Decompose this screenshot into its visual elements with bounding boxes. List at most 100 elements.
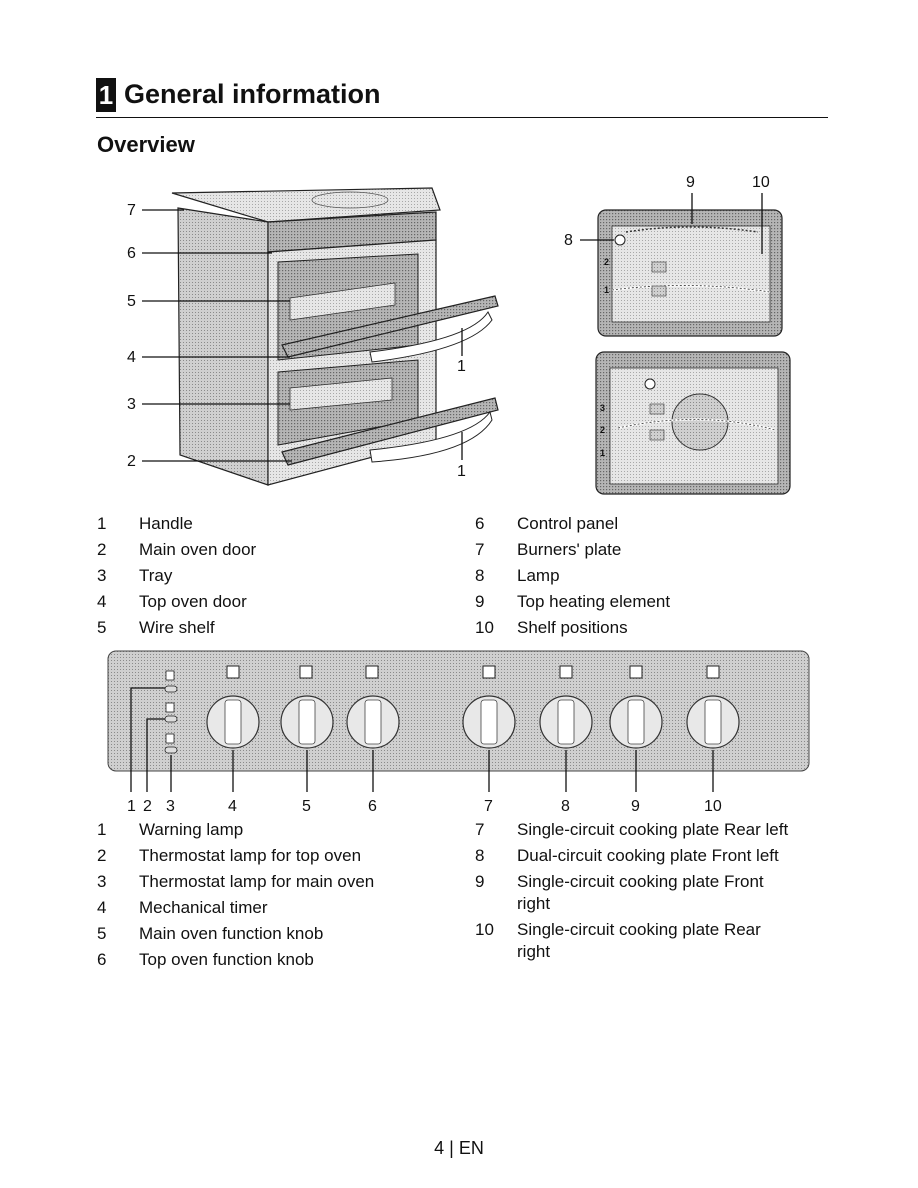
detail-callout-lines bbox=[580, 193, 763, 254]
shelf-mark-lower-3: 3 bbox=[600, 403, 605, 413]
legend-label: Control panel bbox=[517, 514, 619, 533]
legend-item: 10 Single-circuit cooking plate Rear bbox=[475, 917, 761, 943]
legend-label: Mechanical timer bbox=[139, 898, 268, 917]
legend-label: Top heating element bbox=[517, 592, 671, 611]
callout-2: 2 bbox=[127, 453, 136, 470]
legend-item: 10 Shelf positions bbox=[475, 615, 628, 641]
legend-item: 4 Mechanical timer bbox=[97, 895, 268, 921]
knobs bbox=[206, 695, 740, 749]
section-title: Overview bbox=[97, 132, 195, 157]
shelf-mark-upper-2: 2 bbox=[604, 257, 609, 267]
legend-item: 8 Dual-circuit cooking plate Front left bbox=[475, 843, 779, 869]
legend-label: Top oven function knob bbox=[139, 950, 314, 969]
legend-num: 8 bbox=[475, 846, 485, 865]
legend-item: 7 Single-circuit cooking plate Rear left bbox=[475, 817, 788, 843]
legend-num: 2 bbox=[97, 846, 107, 865]
shelf-mark-upper-1: 1 bbox=[604, 285, 609, 295]
panel-callout-1: 1 bbox=[127, 798, 136, 815]
panel-callout-9: 9 bbox=[631, 798, 640, 815]
cooker-illustration bbox=[171, 187, 499, 486]
legend-num: 9 bbox=[475, 872, 485, 891]
legend-item: 9 Single-circuit cooking plate Front bbox=[475, 869, 764, 895]
legend-num: 9 bbox=[475, 592, 485, 611]
overview-callout-lines bbox=[142, 209, 463, 462]
legend-label: Warning lamp bbox=[139, 820, 244, 839]
panel-callout-10: 10 bbox=[704, 798, 722, 815]
callout-1-bottom: 1 bbox=[457, 463, 466, 480]
panel-callout-4: 4 bbox=[228, 798, 237, 815]
legend-label: Shelf positions bbox=[517, 618, 628, 637]
callout-5: 5 bbox=[127, 293, 136, 310]
legend-num: 10 bbox=[475, 920, 494, 939]
callout-1-top: 1 bbox=[457, 358, 466, 375]
main-oven-interior-illustration: 3 2 1 bbox=[595, 351, 791, 495]
legend-item: 9 Top heating element bbox=[475, 589, 670, 615]
legend-num: 10 bbox=[475, 618, 494, 637]
panel-callout-6: 6 bbox=[368, 798, 377, 815]
legend-item: 8 Lamp bbox=[475, 563, 560, 589]
legend-item: 2 Thermostat lamp for top oven bbox=[97, 843, 361, 869]
detail-callout-8: 8 bbox=[564, 232, 573, 249]
legend-item: 3 Thermostat lamp for main oven bbox=[97, 869, 374, 895]
header-rule bbox=[96, 117, 828, 118]
legend-item: 4 Top oven door bbox=[97, 589, 247, 615]
legend-label: Lamp bbox=[517, 566, 560, 585]
legend-num: 4 bbox=[97, 898, 107, 917]
shelf-mark-lower-1: 1 bbox=[600, 448, 605, 458]
legend-label: Top oven door bbox=[139, 592, 247, 611]
chapter-number-badge: 1 bbox=[96, 78, 116, 112]
legend-label-cont: right bbox=[517, 894, 551, 913]
panel-callout-8: 8 bbox=[561, 798, 570, 815]
callout-3: 3 bbox=[127, 396, 136, 413]
panel-callout-5: 5 bbox=[302, 798, 311, 815]
legend-item: 3 Tray bbox=[97, 563, 172, 589]
legend-num: 4 bbox=[97, 592, 107, 611]
detail-callout-10: 10 bbox=[752, 174, 770, 191]
page-number: 4 | EN bbox=[434, 1138, 484, 1158]
legend-label: Single-circuit cooking plate Rear bbox=[517, 920, 761, 939]
legend-label: Handle bbox=[139, 514, 193, 533]
panel-callout-7: 7 bbox=[484, 798, 493, 815]
panel-callout-3: 3 bbox=[166, 798, 175, 815]
callout-4: 4 bbox=[127, 349, 136, 366]
callout-7: 7 bbox=[127, 202, 136, 219]
legend-label: Tray bbox=[139, 566, 173, 585]
legend-item-cont: right bbox=[517, 939, 550, 965]
legend-label: Main oven function knob bbox=[139, 924, 324, 943]
knob-symbols bbox=[226, 665, 720, 679]
legend-item: 1 Warning lamp bbox=[97, 817, 243, 843]
legend-label: Single-circuit cooking plate Front bbox=[517, 872, 764, 891]
legend-num: 6 bbox=[475, 514, 485, 533]
legend-label-cont: right bbox=[517, 942, 551, 961]
detail-callout-9: 9 bbox=[686, 174, 695, 191]
legend-num: 3 bbox=[97, 872, 107, 891]
legend-num: 1 bbox=[97, 514, 107, 533]
legend-label: Single-circuit cooking plate Rear left bbox=[517, 820, 789, 839]
legend-item: 5 Wire shelf bbox=[97, 615, 215, 641]
legend-item: 6 Control panel bbox=[475, 511, 618, 537]
legend-item: 5 Main oven function knob bbox=[97, 921, 323, 947]
panel-callout-2: 2 bbox=[143, 798, 152, 815]
legend-num: 7 bbox=[475, 820, 485, 839]
panel-callout-lines bbox=[130, 687, 714, 792]
legend-num: 3 bbox=[97, 566, 107, 585]
legend-label: Thermostat lamp for top oven bbox=[139, 846, 362, 865]
legend-label: Dual-circuit cooking plate Front left bbox=[517, 846, 779, 865]
legend-item: 1 Handle bbox=[97, 511, 193, 537]
callout-6: 6 bbox=[127, 245, 136, 262]
legend-num: 5 bbox=[97, 618, 107, 637]
legend-label: Thermostat lamp for main oven bbox=[139, 872, 375, 891]
legend-num: 2 bbox=[97, 540, 107, 559]
chapter-title: General information bbox=[124, 79, 381, 109]
legend-num: 1 bbox=[97, 820, 107, 839]
legend-item-cont: right bbox=[517, 891, 550, 917]
shelf-mark-lower-2: 2 bbox=[600, 425, 605, 435]
legend-num: 5 bbox=[97, 924, 107, 943]
legend-label: Wire shelf bbox=[139, 618, 215, 637]
top-oven-interior-illustration: 2 1 bbox=[597, 209, 783, 337]
legend-num: 8 bbox=[475, 566, 485, 585]
